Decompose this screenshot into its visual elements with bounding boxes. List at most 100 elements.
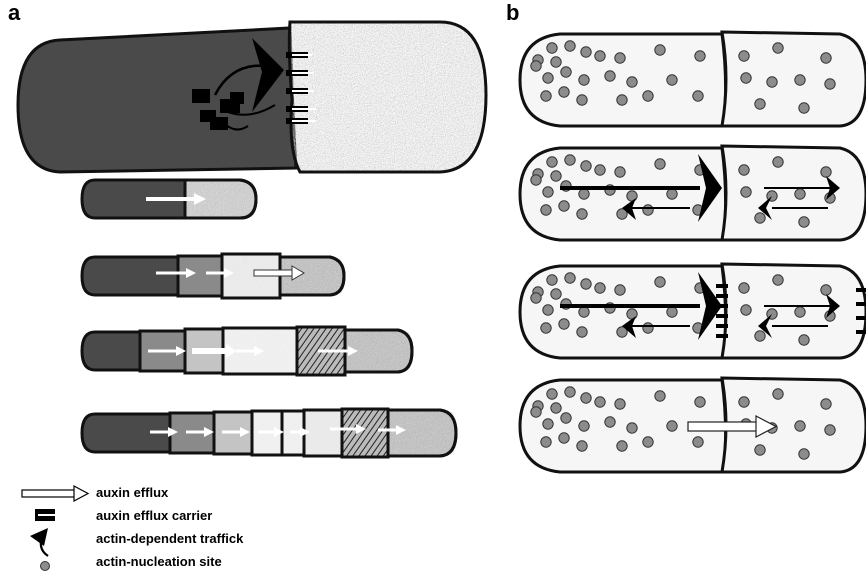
nucleation-site-icon <box>605 417 615 427</box>
nucleation-site-icon <box>739 165 749 175</box>
nucleation-site-icon <box>561 413 571 423</box>
stage-1 <box>520 32 866 126</box>
nucleation-site-icon <box>541 205 551 215</box>
nucleation-site-icon <box>667 307 677 317</box>
nucleation-site-icon <box>799 335 809 345</box>
nucleation-site-icon <box>627 309 637 319</box>
nucleation-site-icon <box>695 51 705 61</box>
nucleation-site-icon <box>667 421 677 431</box>
nucleation-site-icon <box>617 95 627 105</box>
nucleation-site-icon <box>667 189 677 199</box>
legend-label-auxin-efflux: auxin efflux <box>96 485 168 500</box>
nucleation-site-icon <box>581 47 591 57</box>
nucleation-site-icon <box>595 283 605 293</box>
auxin-efflux-legend-icon <box>22 486 88 501</box>
nucleation-site-icon <box>773 157 783 167</box>
nucleation-site-icon <box>799 449 809 459</box>
nucleation-site-icon <box>627 423 637 433</box>
nucleation-site-icon <box>581 161 591 171</box>
nucleation-site-icon <box>541 91 551 101</box>
nucleation-site-icon <box>643 437 653 447</box>
nucleation-site-icon <box>655 45 665 55</box>
nucleation-site-icon <box>543 187 553 197</box>
large-cell-pair <box>18 18 490 178</box>
nucleation-site-icon <box>773 43 783 53</box>
stage-2 <box>520 146 866 240</box>
nucleation-site-icon <box>559 201 569 211</box>
nucleation-site-icon <box>543 419 553 429</box>
nucleation-site-icon <box>531 407 541 417</box>
nucleation-site-icon <box>693 91 703 101</box>
actin-dependent-traffick-legend-icon <box>30 528 48 556</box>
nucleation-site-icon <box>773 389 783 399</box>
nucleation-site-icon <box>643 91 653 101</box>
nucleation-site-icon <box>795 189 805 199</box>
nucleation-site-icon <box>825 425 835 435</box>
nucleation-site-icon <box>577 327 587 337</box>
nucleation-site-icon <box>551 171 561 181</box>
nucleation-site-icon <box>739 283 749 293</box>
nucleation-site-icon <box>821 285 831 295</box>
auxin-efflux-arrow-icon <box>688 422 758 431</box>
stage-4 <box>520 378 866 472</box>
nucleation-site-icon <box>643 205 653 215</box>
nucleation-site-icon <box>577 95 587 105</box>
nucleation-site-icon <box>755 331 765 341</box>
nucleation-site-icon <box>799 103 809 113</box>
nucleation-site-icon <box>559 433 569 443</box>
legend-icons <box>22 486 88 571</box>
legend-label-actin-dependent-traffick: actin-dependent traffick <box>96 531 243 546</box>
filament-row-1 <box>82 180 256 218</box>
nucleation-site-icon <box>559 87 569 97</box>
actin-nucleation-site-legend-icon <box>41 562 50 571</box>
nucleation-site-icon <box>547 157 557 167</box>
efflux-carrier-icon <box>716 324 728 328</box>
efflux-carrier-icon <box>716 314 728 318</box>
stage-3 <box>520 264 866 358</box>
efflux-carrier-icon <box>716 294 728 298</box>
nucleation-site-icon <box>565 155 575 165</box>
nucleation-site-icon <box>825 79 835 89</box>
nucleation-site-icon <box>741 73 751 83</box>
nucleation-site-icon <box>531 293 541 303</box>
nucleation-site-icon <box>643 323 653 333</box>
nucleation-site-icon <box>551 289 561 299</box>
nucleation-site-icon <box>799 217 809 227</box>
large-speckled-cell <box>286 18 490 178</box>
nucleation-site-icon <box>695 397 705 407</box>
nucleation-site-icon <box>795 75 805 85</box>
nucleation-site-icon <box>655 159 665 169</box>
nucleation-site-icon <box>693 437 703 447</box>
nucleation-site-icon <box>547 43 557 53</box>
nucleation-site-icon <box>773 275 783 285</box>
nucleation-site-icon <box>821 399 831 409</box>
nucleation-site-icon <box>577 441 587 451</box>
nucleation-site-icon <box>739 51 749 61</box>
nucleation-site-icon <box>541 437 551 447</box>
nucleation-site-icon <box>581 279 591 289</box>
nucleation-site-icon <box>531 175 541 185</box>
nucleation-site-icon <box>547 389 557 399</box>
nucleation-site-icon <box>541 323 551 333</box>
nucleation-site-icon <box>667 75 677 85</box>
nucleation-site-icon <box>627 191 637 201</box>
nucleation-site-icon <box>579 189 589 199</box>
nucleation-site-icon <box>615 399 625 409</box>
nucleation-site-icon <box>627 77 637 87</box>
nucleation-site-icon <box>595 397 605 407</box>
nucleation-site-icon <box>531 61 541 71</box>
nucleation-site-icon <box>543 73 553 83</box>
nucleation-site-icon <box>565 387 575 397</box>
nucleation-site-icon <box>755 445 765 455</box>
nucleation-site-icon <box>559 319 569 329</box>
nucleation-site-icon <box>579 307 589 317</box>
efflux-carrier-icon <box>856 330 866 334</box>
panel-a-label: a <box>8 0 20 26</box>
panel-b-label: b <box>506 0 519 26</box>
filament-row-2 <box>82 254 344 298</box>
efflux-carrier-icon <box>856 288 866 292</box>
nucleation-site-icon <box>595 165 605 175</box>
nucleation-site-icon <box>543 305 553 315</box>
nucleation-site-icon <box>821 53 831 63</box>
